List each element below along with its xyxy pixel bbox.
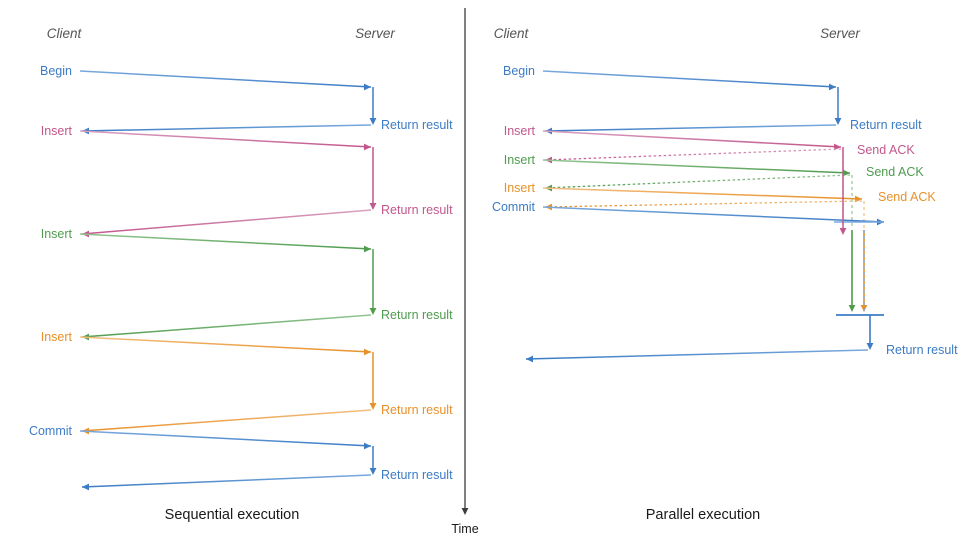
- parallel-request-0-head: [829, 83, 836, 91]
- sequential-request-label-4: Commit: [29, 424, 73, 438]
- parallel-ack-label-2: Send ACK: [866, 165, 924, 179]
- sequential-request-3: [79, 336, 372, 353]
- parallel-ack-label-1: Send ACK: [857, 143, 915, 157]
- parallel-caption: Parallel execution: [646, 507, 760, 523]
- sequential-request-4: [79, 430, 372, 447]
- parallel-ack-1: [544, 148, 842, 161]
- time-axis-label: Time: [451, 522, 478, 536]
- sequential-processing-head-4: [369, 468, 377, 475]
- sequential-reply-label-4: Return result: [381, 468, 453, 482]
- parallel-request-label-2: Insert: [504, 153, 536, 167]
- parallel-final-bar-head: [866, 343, 874, 350]
- sequential-reply-label-0: Return result: [381, 118, 453, 132]
- sequential-reply-1: [81, 209, 372, 235]
- sequential-request-1-head: [364, 143, 371, 151]
- parallel-client-label: Client: [494, 26, 530, 41]
- parallel-request-label-1: Insert: [504, 124, 536, 138]
- parallel-request-4: [542, 206, 885, 223]
- parallel-request-1: [542, 130, 842, 148]
- sequential-request-label-2: Insert: [41, 227, 73, 241]
- sequential-processing-head-0: [369, 118, 377, 125]
- parallel-ack-label-3: Send ACK: [878, 190, 936, 204]
- parallel-reply-0: [544, 124, 837, 132]
- sequential-reply-4-head: [82, 483, 89, 491]
- sequential-request-2-head: [364, 245, 371, 253]
- sequential-processing-head-3: [369, 403, 377, 410]
- sequential-reply-label-3: Return result: [381, 403, 453, 417]
- sequential-processing-head-1: [369, 203, 377, 210]
- sequential-request-label-3: Insert: [41, 330, 73, 344]
- parallel-final-reply-label: Return result: [886, 343, 958, 357]
- parallel-pink-lane-head: [839, 228, 847, 235]
- sequential-request-label-1: Insert: [41, 124, 73, 138]
- sequential-reply-label-2: Return result: [381, 308, 453, 322]
- parallel-ack-3: [544, 200, 863, 208]
- sequential-request-1: [79, 130, 372, 148]
- sequential-request-4-head: [364, 442, 371, 450]
- parallel-ack-2: [544, 174, 851, 189]
- parallel-request-2: [542, 159, 851, 174]
- parallel-request-0: [542, 70, 837, 88]
- parallel-final-reply-arrow: [525, 349, 869, 360]
- sequential-processing-head-2: [369, 308, 377, 315]
- parallel-reply-label-0: Return result: [850, 118, 922, 132]
- parallel-server-label: Server: [820, 26, 860, 41]
- sequential-reply-0: [81, 124, 372, 132]
- sequential-request-2: [79, 233, 372, 250]
- sequential-client-label: Client: [47, 26, 83, 41]
- sequential-request-3-head: [364, 348, 371, 356]
- sequential-reply-label-1: Return result: [381, 203, 453, 217]
- sequential-server-label: Server: [355, 26, 395, 41]
- parallel-request-label-0: Begin: [503, 64, 535, 78]
- parallel-request-label-4: Commit: [492, 200, 536, 214]
- sequential-reply-3: [81, 409, 372, 432]
- sequential-reply-2: [81, 314, 372, 338]
- sequential-caption: Sequential execution: [165, 507, 300, 523]
- parallel-request-label-3: Insert: [504, 181, 536, 195]
- sequential-request-label-0: Begin: [40, 64, 72, 78]
- sequential-request-0: [79, 70, 372, 88]
- time-axis-arrowhead: [461, 508, 469, 515]
- parallel-processing-head-0: [834, 118, 842, 125]
- sequential-request-0-head: [364, 83, 371, 91]
- parallel-green-lane-head: [848, 305, 856, 312]
- parallel-final-reply-arrow-head: [526, 355, 533, 363]
- sequential-reply-4: [81, 474, 372, 488]
- parallel-request-3: [542, 187, 863, 200]
